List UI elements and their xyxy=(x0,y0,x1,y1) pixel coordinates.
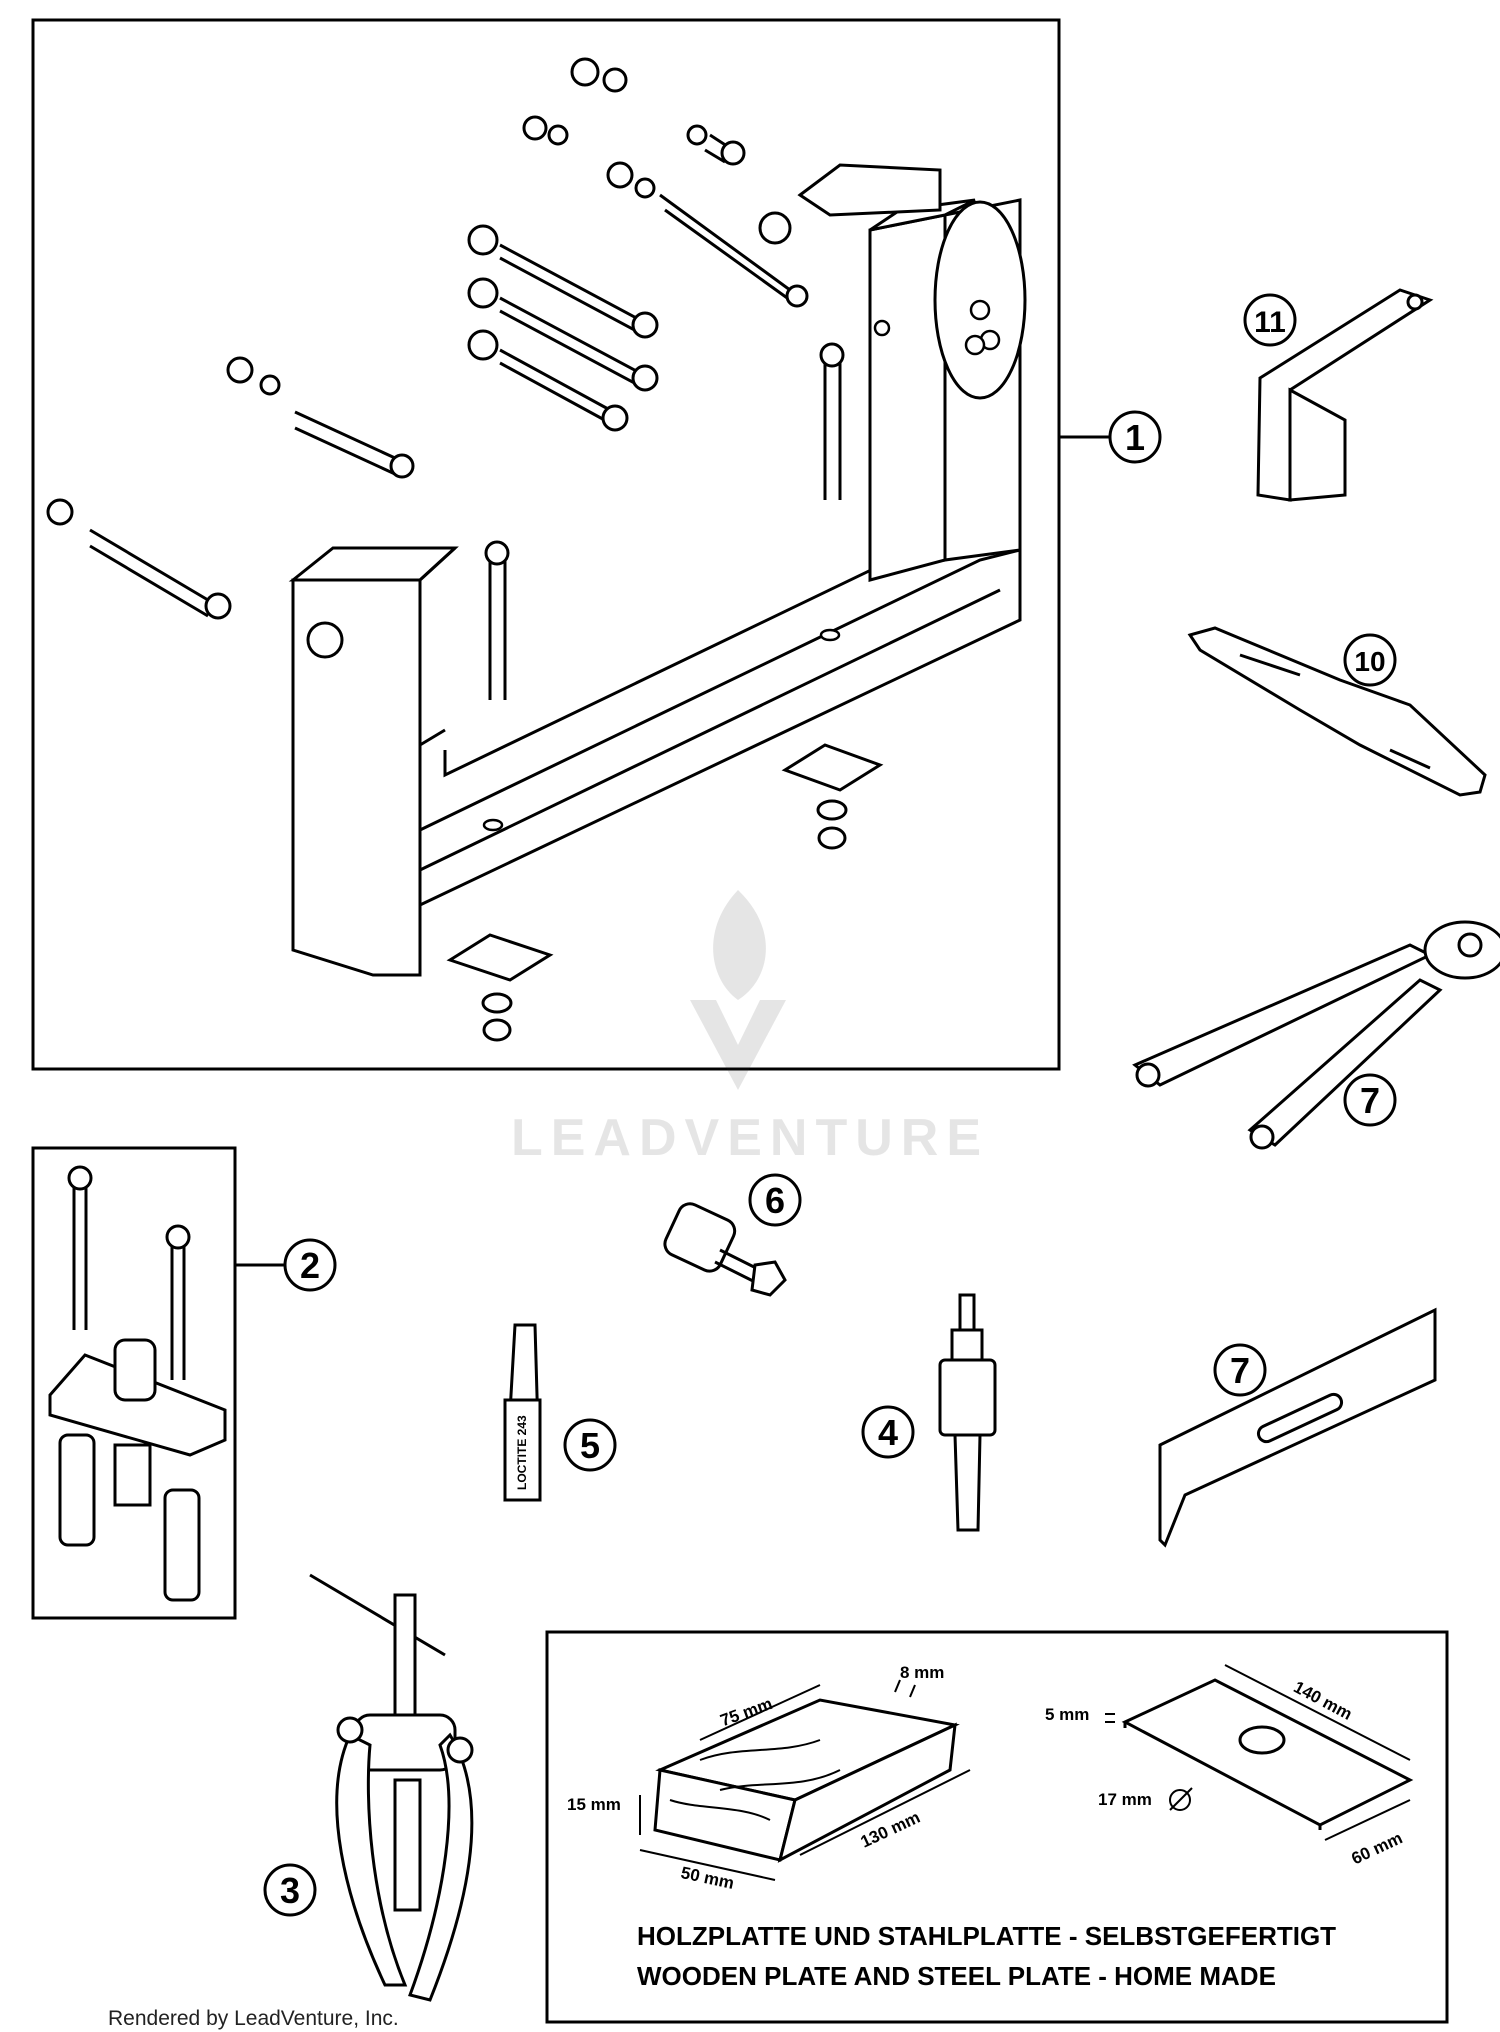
part-4-puller xyxy=(861,1293,997,1532)
home-made-plates-group: 75 mm 8 mm 15 mm 130 mm 50 mm 5 mm 140 m… xyxy=(545,1630,1449,2024)
steel-plate-hole xyxy=(1238,1725,1286,1755)
callout-4-label: 4 xyxy=(878,1412,898,1453)
part-2-puller-group: 2 xyxy=(31,1146,337,1620)
callout-1-label: 1 xyxy=(1125,417,1145,458)
dim-wood-8: 8 mm xyxy=(900,1663,944,1682)
callout-3-circle xyxy=(263,1863,317,1917)
dim-steel-140: 140 mm xyxy=(1290,1677,1355,1724)
callout-7-label-visible: 7 xyxy=(1230,1350,1250,1391)
stand-foot-plate-front xyxy=(446,933,554,982)
pillar-knob xyxy=(306,621,344,659)
callout-3-label: 3 xyxy=(280,1870,300,1911)
caption-line-1: HOLZPLATTE UND STAHLPLATTE - SELBSTGEFER… xyxy=(637,1921,1336,1951)
steel-dimension-lines xyxy=(1105,1664,1411,1841)
part-5-loctite xyxy=(503,1323,617,1502)
stand-rear-bracket xyxy=(797,163,942,217)
part-3-puller xyxy=(263,1573,474,2002)
stand-foot-plate-rear xyxy=(781,743,884,792)
dim-wood-15: 15 mm xyxy=(567,1795,621,1814)
callout-2-circle xyxy=(283,1238,337,1292)
part-6-tool xyxy=(663,1173,802,1297)
callout-5-label: 5 xyxy=(580,1425,600,1466)
callout-11-circle xyxy=(1243,293,1297,347)
puller-bar xyxy=(48,1353,227,1457)
callout-5-circle xyxy=(563,1418,617,1472)
callout-2-label: 2 xyxy=(300,1245,320,1286)
callout-6-label: 6 xyxy=(765,1180,785,1221)
watermark-text: LEADVENTURE xyxy=(511,1109,989,1167)
dim-steel-60: 60 mm xyxy=(1348,1828,1405,1868)
watermark-group: LEADVENTURE xyxy=(511,890,989,1167)
part-5-loctite-label: LOCTITE 243 xyxy=(515,1415,529,1490)
stand-right-pillar xyxy=(868,213,947,582)
dim-wood-50: 50 mm xyxy=(679,1863,736,1893)
part-11-tool xyxy=(1243,288,1434,502)
flame-logo-icon xyxy=(713,890,766,1000)
callout-4-circle xyxy=(861,1405,915,1459)
callout-10-label: 10 xyxy=(1354,646,1385,677)
caption-line-2: WOODEN PLATE AND STEEL PLATE - HOME MADE xyxy=(637,1961,1276,1991)
dim-steel-5: 5 mm xyxy=(1045,1705,1089,1724)
wooden-plate xyxy=(653,1698,960,1863)
part-1-engine-stand-group: 1 xyxy=(31,18,1162,1071)
callout-10-circle xyxy=(1343,633,1397,687)
callout-1-circle xyxy=(1108,410,1162,464)
part-10-tool xyxy=(1187,626,1487,797)
wood-dimension-lines xyxy=(639,1679,971,1881)
footer-credit: Rendered by LeadVenture, Inc. xyxy=(108,2007,399,2030)
callout-9-label: 7 xyxy=(1360,1080,1380,1121)
callout-9-circle xyxy=(1343,1073,1397,1127)
callout-11-label: 11 xyxy=(1254,306,1286,339)
part-7-holder xyxy=(1158,1307,1437,1548)
part-9-pin-wrench xyxy=(1132,920,1500,1150)
dim-steel-17: 17 mm xyxy=(1098,1790,1152,1809)
callout-7-circle xyxy=(1213,1343,1267,1397)
part-1-frame-box xyxy=(31,18,1061,1071)
stand-u-frame xyxy=(418,548,1022,908)
stand-bolts xyxy=(46,57,845,700)
callout-6-circle xyxy=(748,1173,802,1227)
steel-plate xyxy=(1121,1678,1414,1830)
